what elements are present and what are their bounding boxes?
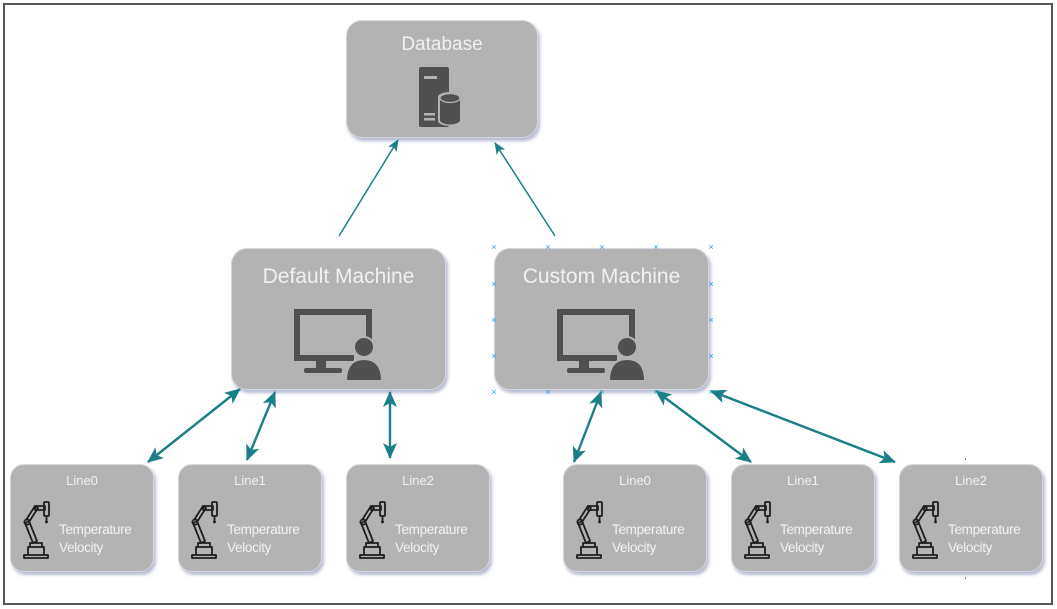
- line-label: Line0: [619, 473, 651, 488]
- metric-temperature: Temperature: [948, 522, 1021, 537]
- guide-tick: [965, 458, 966, 460]
- selection-handle[interactable]: ×: [708, 387, 714, 397]
- selection-handle[interactable]: ×: [708, 279, 714, 289]
- selection-handle[interactable]: ×: [653, 387, 659, 397]
- selection-handle[interactable]: ×: [545, 242, 551, 252]
- selection-handle[interactable]: ×: [653, 242, 659, 252]
- line-label: Line2: [402, 473, 434, 488]
- selection-handle[interactable]: ×: [599, 387, 605, 397]
- edge-custom-line2[interactable]: [710, 389, 896, 464]
- line-label: Line0: [66, 473, 98, 488]
- default-line0-node[interactable]: Line0 Temperature Velocity: [10, 464, 154, 572]
- guide-tick: [965, 577, 966, 579]
- selection-handle[interactable]: ×: [599, 242, 605, 252]
- metric-velocity: Velocity: [612, 540, 657, 555]
- line-label: Line1: [787, 473, 819, 488]
- line-metrics: Temperature Velocity: [948, 521, 1021, 557]
- line-metrics: Temperature Velocity: [227, 521, 300, 557]
- selection-handle[interactable]: ×: [708, 315, 714, 325]
- selection-handle[interactable]: ×: [491, 279, 497, 289]
- selection-handle[interactable]: ×: [708, 242, 714, 252]
- custom-line1-node[interactable]: Line1 Temperature Velocity: [731, 464, 875, 572]
- default-machine-label: Default Machine: [262, 265, 415, 288]
- metric-velocity: Velocity: [395, 540, 440, 555]
- line-label: Line1: [234, 473, 266, 488]
- selection-handle[interactable]: ×: [491, 351, 497, 361]
- metric-temperature: Temperature: [59, 522, 132, 537]
- computer-user-icon: [294, 309, 384, 382]
- metric-velocity: Velocity: [227, 540, 272, 555]
- custom-line0-node[interactable]: Line0 Temperature Velocity: [563, 464, 707, 572]
- metric-temperature: Temperature: [227, 522, 300, 537]
- line-metrics: Temperature Velocity: [612, 521, 685, 557]
- edge-default-line1[interactable]: [245, 391, 277, 461]
- selection-handle[interactable]: ×: [491, 387, 497, 397]
- selection-handle[interactable]: ×: [545, 387, 551, 397]
- custom-machine-label: Custom Machine: [522, 265, 681, 288]
- edge-custom-to-database[interactable]: [494, 142, 556, 237]
- edge-default-line0[interactable]: [147, 388, 241, 463]
- line-metrics: Temperature Velocity: [780, 521, 853, 557]
- selection-handle[interactable]: ×: [708, 351, 714, 361]
- metric-velocity: Velocity: [948, 540, 993, 555]
- computer-user-icon: [557, 309, 647, 382]
- metric-velocity: Velocity: [59, 540, 104, 555]
- custom-line2-node[interactable]: Line2 Temperature Velocity: [899, 464, 1043, 572]
- metric-temperature: Temperature: [780, 522, 853, 537]
- database-server-icon: [419, 67, 462, 127]
- custom-machine-node[interactable]: Custom Machine: [494, 248, 709, 390]
- default-line1-node[interactable]: Line1 Temperature Velocity: [178, 464, 322, 572]
- selection-handle[interactable]: ×: [491, 315, 497, 325]
- default-machine-node[interactable]: Default Machine: [231, 248, 446, 390]
- line-metrics: Temperature Velocity: [395, 521, 468, 557]
- edge-default-to-database[interactable]: [338, 139, 399, 237]
- default-line2-node[interactable]: Line2 Temperature Velocity: [346, 464, 490, 572]
- metric-temperature: Temperature: [395, 522, 468, 537]
- line-metrics: Temperature Velocity: [59, 521, 132, 557]
- metric-temperature: Temperature: [612, 522, 685, 537]
- database-label: Database: [401, 34, 483, 55]
- line-label: Line2: [955, 473, 987, 488]
- metric-velocity: Velocity: [780, 540, 825, 555]
- database-node[interactable]: Database: [346, 20, 538, 138]
- edge-custom-line0[interactable]: [572, 391, 603, 463]
- selection-handle[interactable]: ×: [491, 242, 497, 252]
